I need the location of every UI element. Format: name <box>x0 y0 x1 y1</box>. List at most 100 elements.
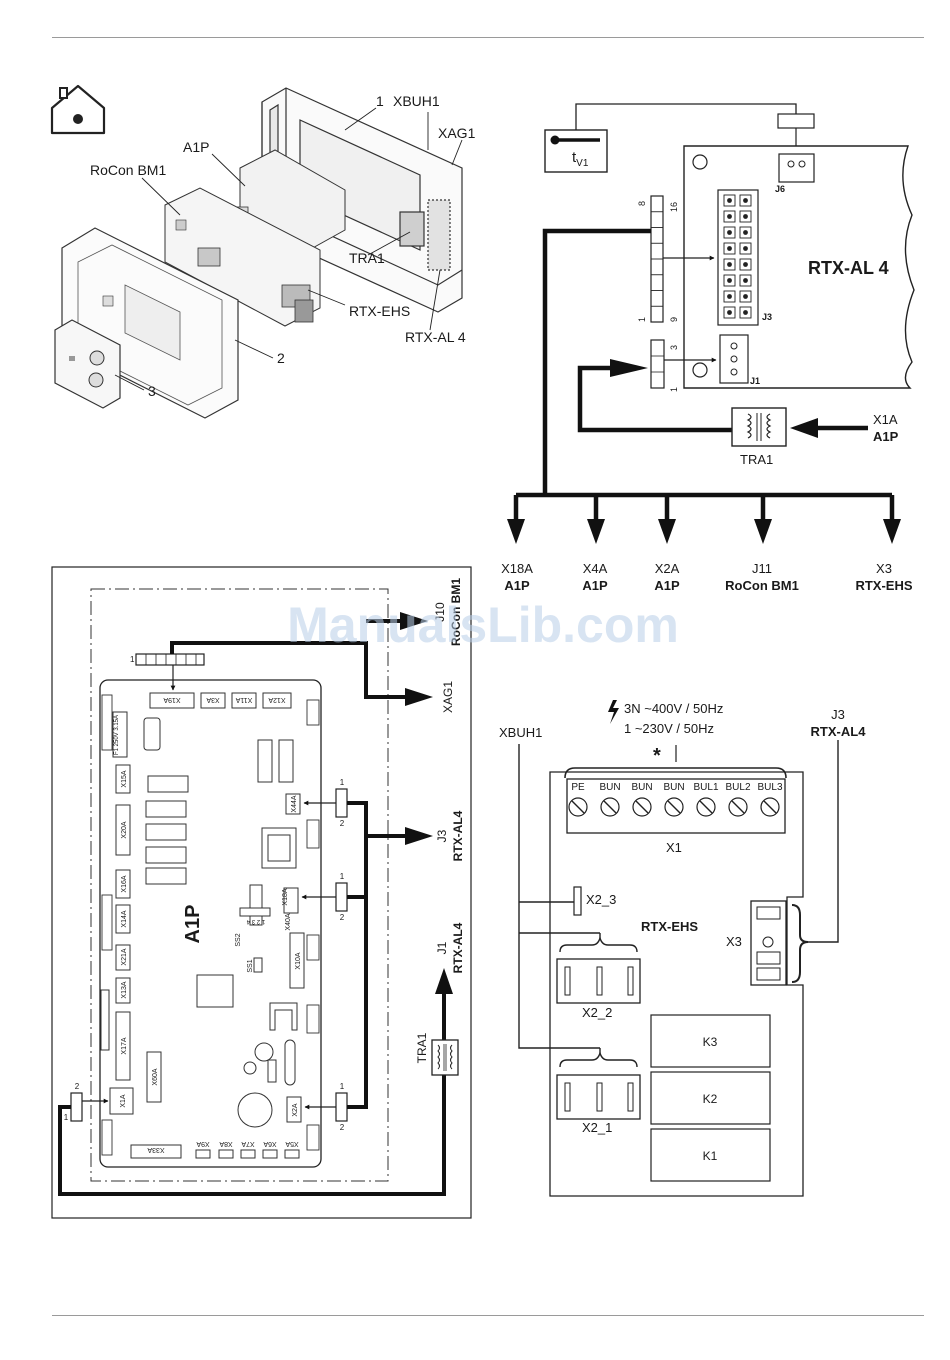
tra1-a1p-label: TRA1 <box>415 1032 429 1063</box>
conn-x12a: X12A <box>268 696 285 703</box>
target-x4a-board: A1P <box>582 578 608 593</box>
conn-x1a: X1A <box>120 1094 127 1108</box>
x1a-label: X1A <box>873 412 898 427</box>
front-panel-drawing <box>61 227 239 419</box>
j1-label: J1 <box>750 376 760 386</box>
xag1-arrow-icon <box>405 688 433 706</box>
header-rule <box>52 37 924 38</box>
j1-a1p-board-label: RTX-AL4 <box>451 922 465 973</box>
conn-x14a: X14A <box>121 910 128 927</box>
terminal-slot <box>763 800 777 814</box>
x2-2-label: X2_2 <box>582 1005 612 1020</box>
j3-connector <box>717 189 759 326</box>
plug-x1a-pin1: 1 <box>64 1113 69 1122</box>
rocon-arrow-icon <box>400 612 428 630</box>
supply-asterisk: * <box>653 745 661 767</box>
j3-pin-dot <box>743 294 748 299</box>
conn-x21a: X21A <box>121 948 128 965</box>
plug-x18a-pin1: 1 <box>340 872 345 881</box>
tra1-transformer <box>731 407 787 447</box>
terminal-label: BUN <box>631 782 652 793</box>
terminal-label: BUN <box>599 782 620 793</box>
rtx-al4-diagram: tV1 RTX-AL 4 J6 J3 J1 8 16 1 9 <box>501 103 915 593</box>
conn-x60a: X60A <box>152 1068 159 1085</box>
j3-pin-dot <box>727 262 732 267</box>
j3-pin-dot <box>743 310 748 315</box>
lightning-icon <box>608 700 619 724</box>
terminal-slot <box>699 800 713 814</box>
terminal-label: PE <box>571 782 585 793</box>
x1a-board-label: A1P <box>873 429 899 444</box>
j6-connector <box>778 153 815 183</box>
ss1-label: SS1 <box>247 959 254 972</box>
rtx-ehs-board-label: RTX-EHS <box>641 919 698 934</box>
conn-x15a: X15A <box>121 770 128 787</box>
xbuh1-label: XBUH1 <box>499 725 542 740</box>
j3-pin-dot <box>727 294 732 299</box>
j6-label: J6 <box>775 184 785 194</box>
j1-feed-arrow-icon <box>610 359 648 377</box>
plug-x44a-pin2: 2 <box>340 819 345 828</box>
terminal-slot <box>571 800 585 814</box>
relay-k1 <box>650 1128 771 1182</box>
j1-plug <box>650 339 665 389</box>
pin-1b-label: 1 <box>669 387 679 392</box>
j1-a1p-label: J1 <box>435 941 449 954</box>
target-x3-board: RTX-EHS <box>855 578 912 593</box>
x1-label: X1 <box>666 840 682 855</box>
callout-1: 1 <box>376 93 384 109</box>
j3-pin-dot <box>727 230 732 235</box>
mount-hole-icon <box>692 362 708 378</box>
tra1-transformer-a1p <box>431 1039 459 1076</box>
conn-x3a: X3A <box>206 696 220 703</box>
relay-k2 <box>650 1071 771 1125</box>
relay-k3-label: K3 <box>703 1035 718 1049</box>
plug-x44a-pin1: 1 <box>340 778 345 787</box>
mount-hole-icon <box>692 154 708 170</box>
x2-1-label: X2_1 <box>582 1120 612 1135</box>
conn-x10a: X10A <box>295 952 302 969</box>
j1-arrow-icon <box>435 968 453 994</box>
plug-pin-1-label: 1 <box>130 655 135 664</box>
relay-k1-label: K1 <box>703 1149 718 1163</box>
conn-x2a: X2A <box>292 1103 299 1117</box>
x3-label: X3 <box>726 934 742 949</box>
pin-1-label: 1 <box>637 317 647 322</box>
x2-3-label: X2_3 <box>586 892 616 907</box>
j3-pin-dot <box>727 214 732 219</box>
plug-x18a-pin2: 2 <box>340 913 345 922</box>
conn-x44a: X44A <box>291 795 298 812</box>
plug-x2a-pin2: 2 <box>340 1123 345 1132</box>
terminal-label: BUL3 <box>757 782 782 793</box>
j3-pin-dot <box>727 278 732 283</box>
terminal-slot <box>603 800 617 814</box>
callout-leaders <box>114 107 463 391</box>
j3-pin-dot <box>743 262 748 267</box>
j3-pin-dot <box>743 198 748 203</box>
xag1-label: XAG1 <box>441 681 455 713</box>
j3-ehs-board-label: RTX-AL4 <box>811 724 867 739</box>
a1p-dashdot-boundary <box>90 588 389 1182</box>
terminal-label: BUL1 <box>693 782 718 793</box>
rocon-j10-label: J10 <box>433 602 447 622</box>
pin-9-label: 9 <box>669 317 679 322</box>
a1p-board-label: A1P <box>182 905 204 944</box>
supply-line-2: 1 ~230V / 50Hz <box>624 721 714 736</box>
x2-3-tab <box>573 886 582 916</box>
terminal-label: BUN <box>663 782 684 793</box>
sensor-icon <box>550 135 560 145</box>
conn-x19a: X19A <box>163 696 180 703</box>
ss2-label: SS2 <box>235 933 242 946</box>
exploded-view: 1 XBUH1 XAG1 A1P RoCon BM1 TRA1 RTX-EHS … <box>50 84 476 419</box>
fuse-label: F1 250V 3.15A <box>114 715 120 755</box>
conn-x33a: X33A <box>147 1146 164 1153</box>
j3-a1p-label: J3 <box>435 829 449 842</box>
ss2-pins-label: 1 2 3 4 <box>246 918 265 924</box>
pin-3-label: 3 <box>669 345 679 350</box>
x1a-feed-arrow-icon <box>790 418 818 438</box>
j3-label: J3 <box>762 312 772 322</box>
j3-plug-ticks <box>651 211 663 307</box>
target-x18a-board: A1P <box>504 578 530 593</box>
terminal-slot <box>731 800 745 814</box>
